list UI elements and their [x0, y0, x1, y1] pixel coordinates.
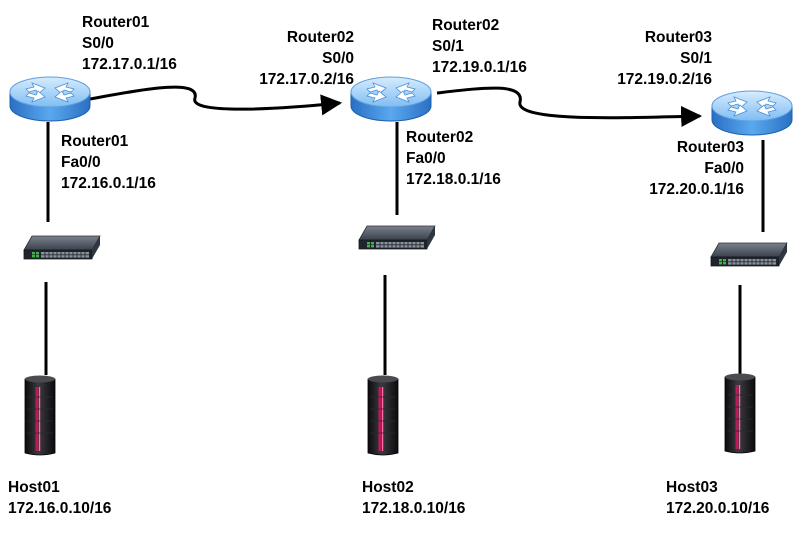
device-name: Router01 [61, 133, 129, 150]
host-name: Host01 [8, 479, 60, 496]
interface-ip: 172.16.0.1/16 [61, 175, 156, 192]
device-name: Router01 [82, 14, 150, 31]
host01-server-icon[interactable] [24, 375, 56, 456]
switch03-icon[interactable] [710, 242, 788, 267]
interface-ip: 172.17.0.2/16 [259, 71, 354, 88]
interface-name: S0/1 [680, 50, 712, 67]
label-host01: Host01 172.16.0.10/16 [8, 477, 111, 519]
serial-link-router02-router03 [436, 86, 703, 127]
interface-name: S0/1 [432, 38, 464, 55]
device-name: Router03 [644, 29, 712, 46]
host-ip: 172.18.0.10/16 [362, 500, 466, 517]
router01-icon[interactable] [9, 76, 91, 122]
router02-icon[interactable] [350, 76, 432, 122]
interface-ip: 172.17.0.1/16 [82, 56, 177, 73]
interface-name: S0/0 [82, 35, 114, 52]
label-router03-s01: Router03 S0/1 172.19.0.2/16 [596, 27, 712, 90]
label-router02-s01: Router02 S0/1 172.19.0.1/16 [432, 15, 527, 78]
label-router01-fa00: Router01 Fa0/0 172.16.0.1/16 [61, 131, 156, 194]
interface-ip: 172.18.0.1/16 [406, 171, 501, 188]
interface-name: S0/0 [322, 50, 354, 67]
serial-link-router01-router02 [89, 85, 343, 116]
interface-name: Fa0/0 [61, 154, 101, 171]
interface-name: Fa0/0 [704, 160, 744, 177]
interface-name: Fa0/0 [406, 150, 446, 167]
device-name: Router03 [676, 139, 744, 156]
label-router03-fa00: Router03 Fa0/0 172.20.0.1/16 [626, 137, 744, 200]
host-name: Host03 [666, 479, 718, 496]
switch01-icon[interactable] [23, 235, 101, 260]
host02-server-icon[interactable] [367, 375, 399, 456]
router03-icon[interactable] [711, 90, 793, 136]
label-host02: Host02 172.18.0.10/16 [362, 477, 465, 519]
device-name: Router02 [432, 17, 500, 34]
label-router01-s00: Router01 S0/0 172.17.0.1/16 [82, 12, 177, 75]
host-ip: 172.16.0.10/16 [8, 500, 112, 517]
label-router02-fa00: Router02 Fa0/0 172.18.0.1/16 [406, 127, 501, 190]
host03-server-icon[interactable] [724, 373, 756, 454]
label-router02-s00: Router02 S0/0 172.17.0.2/16 [238, 27, 354, 90]
interface-ip: 172.19.0.2/16 [617, 71, 712, 88]
interface-ip: 172.19.0.1/16 [432, 59, 527, 76]
device-name: Router02 [406, 129, 474, 146]
host-name: Host02 [362, 479, 414, 496]
switch02-icon[interactable] [358, 225, 436, 250]
device-name: Router02 [286, 29, 354, 46]
label-host03: Host03 172.20.0.10/16 [666, 477, 769, 519]
host-ip: 172.20.0.10/16 [666, 500, 770, 517]
interface-ip: 172.20.0.1/16 [649, 181, 744, 198]
